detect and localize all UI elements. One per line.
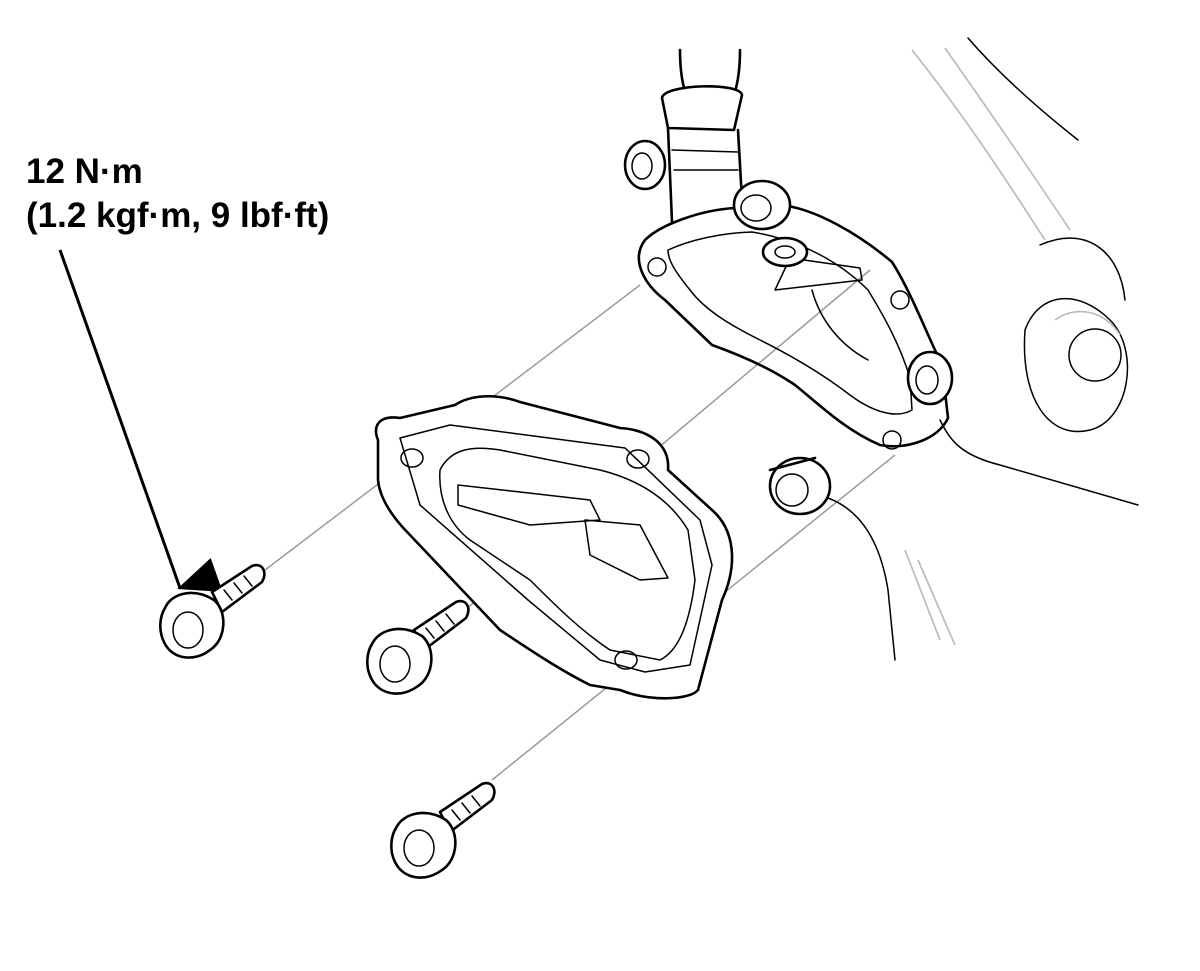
flange-bolt-middle [366, 599, 470, 695]
torque-alternate-units: (1.2 kgf·m, 9 lbf·ft) [26, 196, 330, 235]
engine-nut-upper [732, 179, 792, 231]
cover-plate [374, 394, 734, 700]
engine-nut-right [906, 350, 954, 406]
engine-nut-lower [768, 456, 832, 516]
leader-arrow [58, 249, 223, 592]
engine-nut-upper-left [623, 139, 667, 191]
engine-stud-center [761, 236, 809, 268]
flange-bolt-bottom [390, 781, 496, 879]
pipe-fitting [660, 48, 744, 224]
flange-bolt-top [159, 563, 266, 659]
engine-housing [827, 37, 1139, 661]
torque-callout: 12 N·m (1.2 kgf·m, 9 lbf·ft) [26, 150, 329, 238]
torque-value: 12 N·m [26, 152, 143, 191]
